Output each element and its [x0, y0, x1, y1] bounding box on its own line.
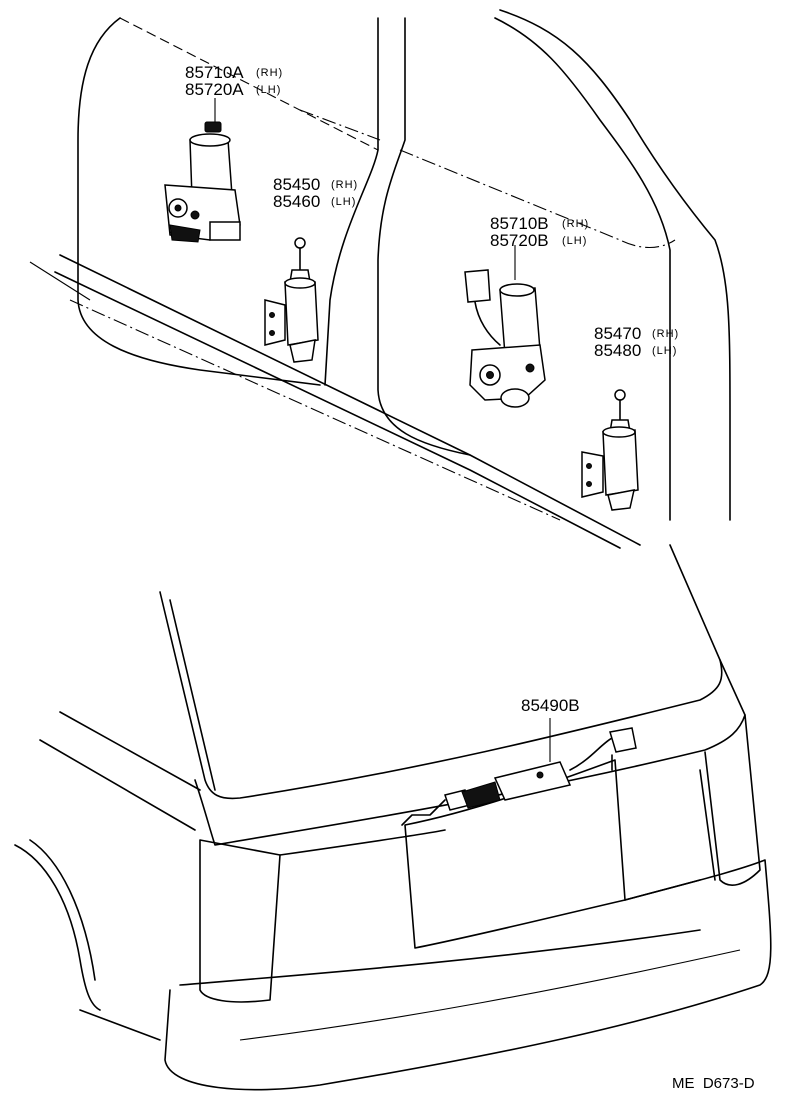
side-lh-label: (LH) [331, 196, 356, 208]
side-rh-label: (RH) [256, 67, 283, 79]
part-number-85470: 85470 [594, 324, 641, 343]
diagram-code: ME D673-D [672, 1075, 755, 1092]
part-number-85710B: 85710B [490, 214, 549, 233]
side-rh-label: (RH) [562, 218, 589, 230]
part-number-85460: 85460 [273, 192, 320, 211]
label-rear-motor-rh: 85710B (RH) [490, 214, 589, 233]
label-front-motor-lh: 85720A (LH) [185, 80, 281, 99]
label-front-solenoid-lh: 85460 (LH) [273, 192, 356, 211]
label-rear-motor-lh: 85720B (LH) [490, 231, 587, 250]
back-door-lock-illustration [401, 718, 637, 826]
part-number-85710A: 85710A [185, 63, 244, 82]
rear-solenoid-illustration [581, 389, 639, 511]
label-front-motor-rh: 85710A (RH) [185, 63, 283, 82]
side-lh-label: (LH) [256, 84, 281, 96]
rear-door-lock-motor-illustration [464, 245, 546, 408]
front-door-lock-motor-illustration [164, 98, 241, 243]
part-number-85480: 85480 [594, 341, 641, 360]
part-number-85720A: 85720A [185, 80, 244, 99]
part-number-85450: 85450 [273, 175, 320, 194]
side-lh-label: (LH) [652, 345, 677, 357]
side-rh-label: (RH) [331, 179, 358, 191]
part-number-85490B: 85490B [521, 696, 580, 715]
front-solenoid-illustration [264, 237, 319, 363]
vehicle-body-outline [14, 9, 772, 1091]
label-front-solenoid-rh: 85450 (RH) [273, 175, 358, 194]
side-lh-label: (LH) [562, 235, 587, 247]
label-rear-solenoid-rh: 85470 (RH) [594, 324, 679, 343]
side-rh-label: (RH) [652, 328, 679, 340]
label-rear-solenoid-lh: 85480 (LH) [594, 341, 677, 360]
part-number-85720B: 85720B [490, 231, 549, 250]
